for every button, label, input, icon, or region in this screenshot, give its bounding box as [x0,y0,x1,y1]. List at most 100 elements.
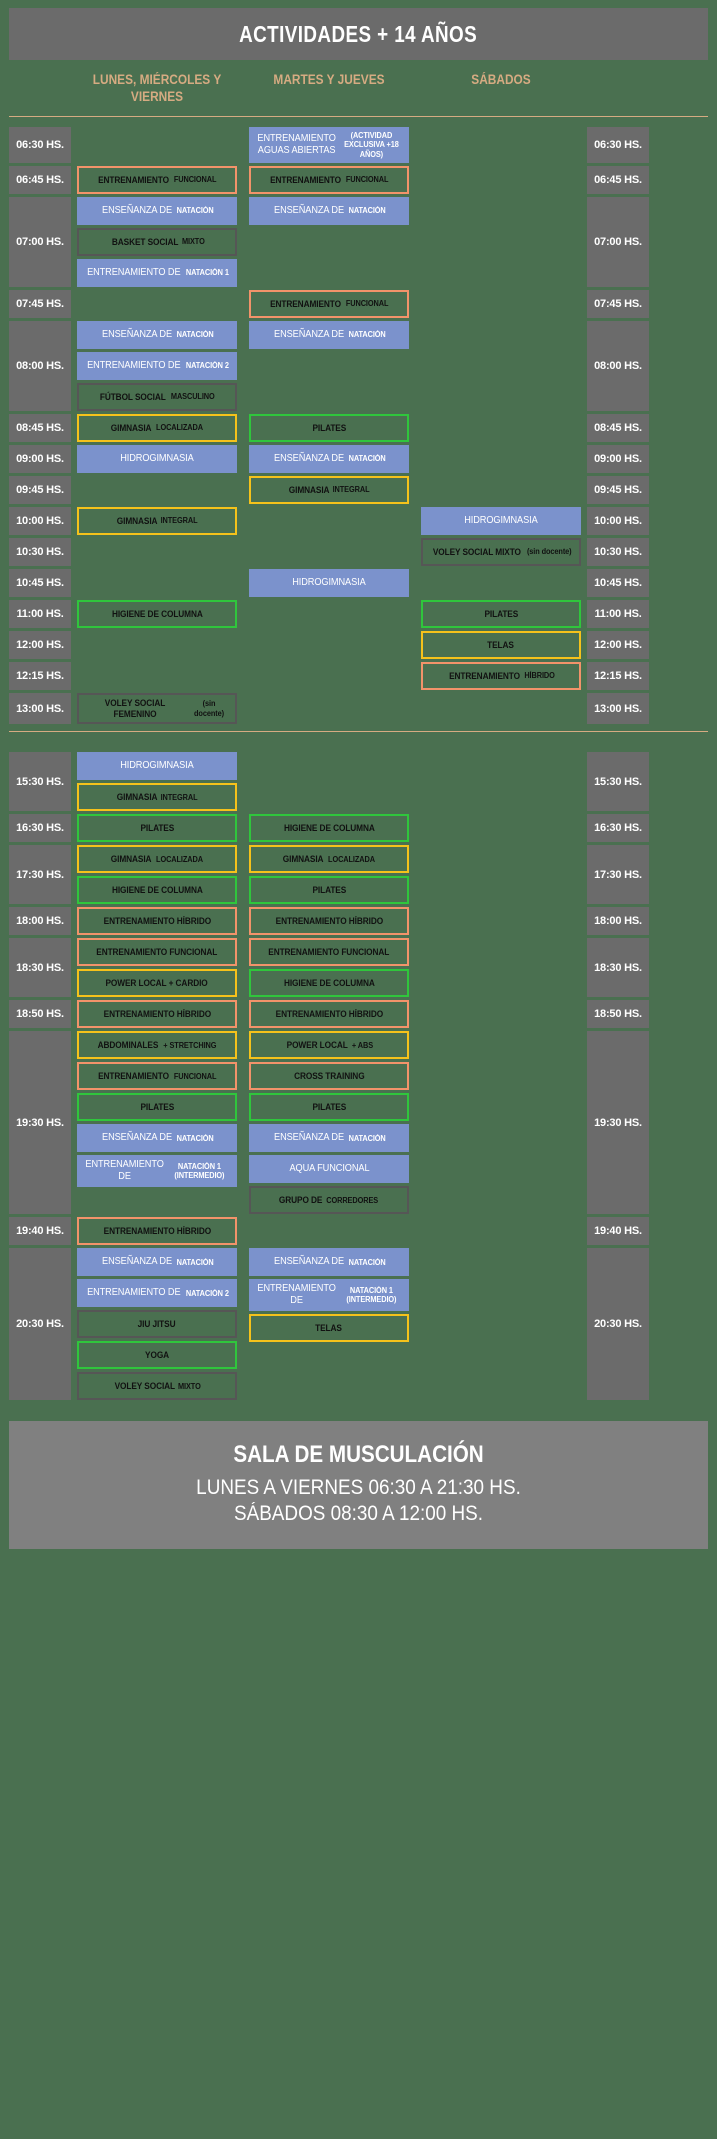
activity-chip[interactable]: PILATES [77,814,237,843]
activity-chip[interactable]: ENTRENAMIENTO FUNCIONAL [77,938,237,967]
day-column-3 [415,414,587,442]
activity-label: GIMNASIA [111,853,152,864]
activity-chip[interactable]: ENTRENAMIENTO AGUAS ABIERTAS(ACTIVIDAD E… [249,126,409,164]
activity-sublabel: NATACIÓN [176,1133,214,1143]
day-column-3 [415,1217,587,1245]
activity-label: GIMNASIA [288,484,330,495]
activity-chip[interactable]: POWER LOCAL+ ABS [249,1031,409,1060]
activity-sublabel: NATACIÓN 1 [186,268,230,278]
activity-chip[interactable]: ABDOMINALES+ STRETCHING [77,1031,237,1060]
activity-chip[interactable]: JIU JITSU [77,1310,237,1339]
activity-chip[interactable]: PILATES [249,876,409,905]
day-column-3 [415,476,587,504]
activity-chip[interactable]: PILATES [249,1093,409,1122]
activity-chip[interactable]: VOLEY SOCIAL FEMENINO(sin docente) [77,693,237,725]
activity-label: VOLEY SOCIAL [114,1380,175,1391]
activity-chip[interactable]: HIDROGIMNASIA [421,507,581,536]
time-label-right: 10:30 HS. [587,538,649,567]
activity-chip[interactable]: POWER LOCAL + CARDIO [77,969,237,998]
activity-chip[interactable]: HIDROGIMNASIA [77,445,237,474]
activity-chip[interactable]: HIGIENE DE COLUMNA [77,600,237,629]
activity-label: ENTRENAMIENTO [270,174,342,185]
activity-chip[interactable]: HIGIENE DE COLUMNA [249,969,409,998]
activity-chip[interactable]: PILATES [421,600,581,629]
activity-sublabel: NATACIÓN [176,1257,214,1267]
activity-chip[interactable]: ENTRENAMIENTO HÍBRIDO [77,907,237,936]
activity-chip[interactable]: ENTRENAMIENTO FUNCIONAL [249,938,409,967]
activity-label: PILATES [312,422,346,433]
day-column-1 [71,538,243,566]
activity-chip[interactable]: ENTRENAMIENTO HÍBRIDO [77,1217,237,1246]
activity-sublabel: FUNCIONAL [174,175,217,185]
activity-chip[interactable]: AQUA FUNCIONAL [249,1155,409,1184]
activity-chip[interactable]: TELAS [421,631,581,660]
activity-chip[interactable]: HIDROGIMNASIA [77,752,237,781]
column-headers: LUNES, MIÉRCOLES Y VIERNES MARTES Y JUEV… [9,60,708,117]
day-column-2 [243,631,415,659]
empty-slot [249,600,409,628]
activity-chip[interactable]: TELAS [249,1313,409,1342]
day-column-2: HIDROGIMNASIA [243,569,415,598]
activity-chip[interactable]: ENTRENAMIENTO HÍBRIDO [249,1000,409,1029]
activity-label: ENSEÑANZA DE [101,205,172,217]
activity-chip[interactable]: CROSS TRAINING [249,1062,409,1091]
empty-slot [77,631,237,659]
activity-chip[interactable]: PILATES [77,1093,237,1122]
activity-label: GRUPO DE [279,1194,323,1205]
activity-sublabel: INTEGRAL [332,485,370,495]
activity-chip[interactable]: PILATES [249,414,409,443]
empty-slot [77,290,237,318]
activity-label: ENTRENAMIENTO HÍBRIDO [103,1225,211,1236]
activity-chip[interactable]: YOGA [77,1341,237,1370]
activity-chip[interactable]: HIGIENE DE COLUMNA [77,876,237,905]
activity-chip[interactable]: ENTRENAMIENTO HÍBRIDO [77,1000,237,1029]
empty-slot [421,693,581,721]
empty-slot [249,1217,409,1245]
activity-label: ENTRENAMIENTO HÍBRIDO [103,915,211,926]
footer-saturday-hours: SÁBADOS 08:30 A 12:00 HS. [233,1501,483,1525]
activity-sublabel: NATACIÓN 2 [186,1288,230,1298]
activity-chip[interactable]: HIGIENE DE COLUMNA [249,814,409,843]
activity-label: JIU JITSU [138,1318,176,1329]
activity-chip[interactable]: ENTRENAMIENTO HÍBRIDO [249,907,409,936]
activity-chip[interactable]: VOLEY SOCIAL MIXTO(sin docente) [421,538,581,567]
time-label-right: 07:00 HS. [587,197,649,288]
activity-chip[interactable]: HIDROGIMNASIA [249,569,409,598]
